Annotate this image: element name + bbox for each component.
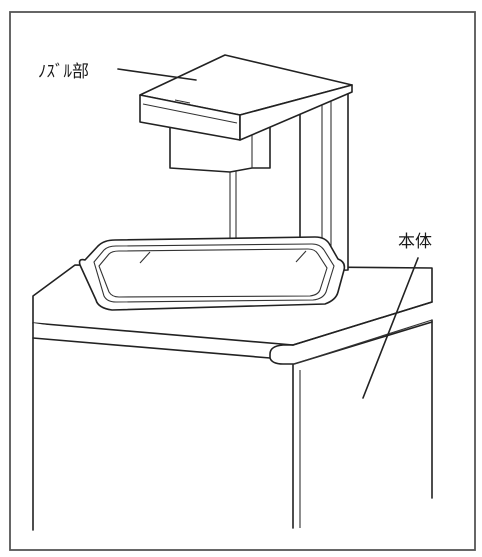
nozzle-label: ﾉｽﾞﾙ部	[38, 62, 89, 82]
nozzle-leader-line	[117, 68, 197, 81]
figure-frame	[9, 11, 476, 551]
nozzle-head	[139, 54, 353, 173]
body-label: 本体	[398, 232, 432, 252]
drip-tray	[78, 236, 346, 311]
body-leader-line	[362, 257, 419, 399]
